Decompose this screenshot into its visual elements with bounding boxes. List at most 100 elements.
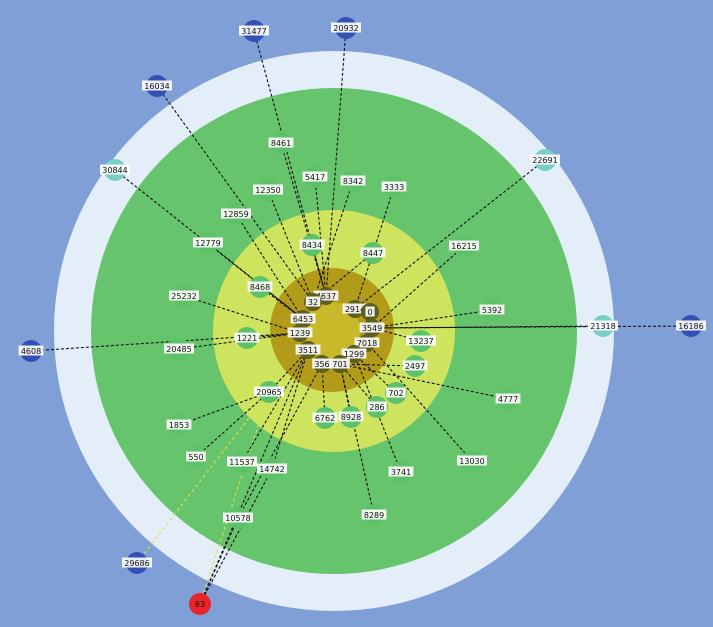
node-label: 4777 xyxy=(498,395,518,404)
edge xyxy=(156,85,314,303)
node-13030[interactable]: 13030 xyxy=(457,450,487,472)
node-label: 12350 xyxy=(255,186,280,195)
node-0[interactable]: 0 xyxy=(361,303,379,321)
node-5417[interactable]: 5417 xyxy=(302,166,328,188)
node-12350[interactable]: 12350 xyxy=(253,179,283,201)
node-8928[interactable]: 8928 xyxy=(338,406,364,428)
node-label: 1221 xyxy=(237,334,257,343)
node-label-box xyxy=(247,281,273,292)
node-356[interactable]: 356 xyxy=(312,355,332,373)
node-label-box xyxy=(361,509,387,520)
node-3511[interactable]: 3511 xyxy=(295,341,321,359)
node-label-box xyxy=(254,386,284,397)
edge xyxy=(253,30,327,297)
node-2497[interactable]: 2497 xyxy=(402,355,428,377)
node-1239[interactable]: 1239 xyxy=(287,324,313,342)
node-2914[interactable]: 2914 xyxy=(342,300,368,318)
node-label: 5417 xyxy=(305,173,325,182)
node-21318[interactable]: 21318 xyxy=(588,315,618,337)
node-label: 29686 xyxy=(124,559,149,568)
node-20485[interactable]: 20485 xyxy=(164,338,194,360)
node-550[interactable]: 550 xyxy=(185,446,207,468)
node-3741[interactable]: 3741 xyxy=(388,461,414,483)
node-label-box xyxy=(457,455,487,466)
node-16034[interactable]: 16034 xyxy=(142,75,172,97)
node-29686[interactable]: 29686 xyxy=(122,552,152,574)
node-label: 16215 xyxy=(451,242,476,251)
node-label: 32 xyxy=(308,298,318,307)
node-8289[interactable]: 8289 xyxy=(361,504,387,526)
node-label-box xyxy=(381,181,407,192)
node-label: 22691 xyxy=(532,156,557,165)
node-702[interactable]: 702 xyxy=(385,382,407,404)
node-12859[interactable]: 12859 xyxy=(221,203,251,225)
node-701[interactable]: 701 xyxy=(330,355,350,373)
node-label-box xyxy=(223,512,253,523)
edge xyxy=(371,309,493,329)
node-label: 702 xyxy=(388,389,403,398)
node-4608[interactable]: 4608 xyxy=(18,340,44,362)
node-22691[interactable]: 22691 xyxy=(530,149,560,171)
node-label-box xyxy=(340,175,366,186)
node-label: 8289 xyxy=(364,511,384,520)
node-63[interactable]: 63 xyxy=(189,593,211,615)
node-32[interactable]: 32 xyxy=(304,293,322,311)
node-14742[interactable]: 14742 xyxy=(257,458,287,480)
node-20932[interactable]: 20932 xyxy=(331,17,361,39)
node-label-box xyxy=(186,451,206,462)
node-6762[interactable]: 6762 xyxy=(312,407,338,429)
node-label: 3511 xyxy=(298,346,318,355)
node-30844[interactable]: 30844 xyxy=(100,159,130,181)
node-label: 1239 xyxy=(290,329,310,338)
node-label-box xyxy=(299,239,325,250)
edge xyxy=(353,353,397,394)
node-1221[interactable]: 1221 xyxy=(234,327,260,349)
node-25232[interactable]: 25232 xyxy=(169,285,199,307)
node-label-box xyxy=(386,387,406,398)
node-3549[interactable]: 3549 xyxy=(359,319,385,337)
node-label: 701 xyxy=(332,360,347,369)
node-31477[interactable]: 31477 xyxy=(239,20,269,42)
node-6453[interactable]: 6453 xyxy=(290,310,316,328)
edge xyxy=(183,295,301,334)
edges xyxy=(30,27,692,605)
node-10578[interactable]: 10578 xyxy=(223,507,253,529)
node-label: 10578 xyxy=(225,514,250,523)
node-13237[interactable]: 13237 xyxy=(406,330,436,352)
node-286[interactable]: 286 xyxy=(366,396,388,418)
node-label-box xyxy=(588,320,618,331)
node-label-box xyxy=(388,466,414,477)
edge xyxy=(195,391,270,458)
node-label-box xyxy=(676,320,706,331)
node-12779[interactable]: 12779 xyxy=(193,232,223,254)
node-label-box xyxy=(18,345,44,356)
node-label: 8447 xyxy=(363,249,383,258)
node-1853[interactable]: 1853 xyxy=(166,414,192,436)
node-7018[interactable]: 7018 xyxy=(354,334,380,352)
node-label: 4608 xyxy=(21,347,41,356)
node-11537[interactable]: 11537 xyxy=(227,451,257,473)
node-8461[interactable]: 8461 xyxy=(268,132,294,154)
node-4777[interactable]: 4777 xyxy=(495,388,521,410)
node-label-box xyxy=(142,80,172,91)
edge xyxy=(339,363,378,408)
node-20965[interactable]: 20965 xyxy=(254,381,284,403)
node-label-box xyxy=(495,393,521,404)
node-5392[interactable]: 5392 xyxy=(479,299,505,321)
node-8468[interactable]: 8468 xyxy=(247,276,273,298)
node-8434[interactable]: 8434 xyxy=(299,234,325,256)
node-3333[interactable]: 3333 xyxy=(381,176,407,198)
node-label-box xyxy=(449,240,479,251)
node-label: 7018 xyxy=(357,339,377,348)
node-8342[interactable]: 8342 xyxy=(340,170,366,192)
edge xyxy=(271,349,309,470)
node-label: 3333 xyxy=(384,183,404,192)
node-8447[interactable]: 8447 xyxy=(360,242,386,264)
node-16215[interactable]: 16215 xyxy=(449,235,479,257)
edge xyxy=(267,189,314,303)
edge xyxy=(268,349,309,393)
edge xyxy=(311,244,327,297)
node-16186[interactable]: 16186 xyxy=(676,315,706,337)
edge xyxy=(353,353,402,473)
node-label: 3549 xyxy=(362,324,382,333)
